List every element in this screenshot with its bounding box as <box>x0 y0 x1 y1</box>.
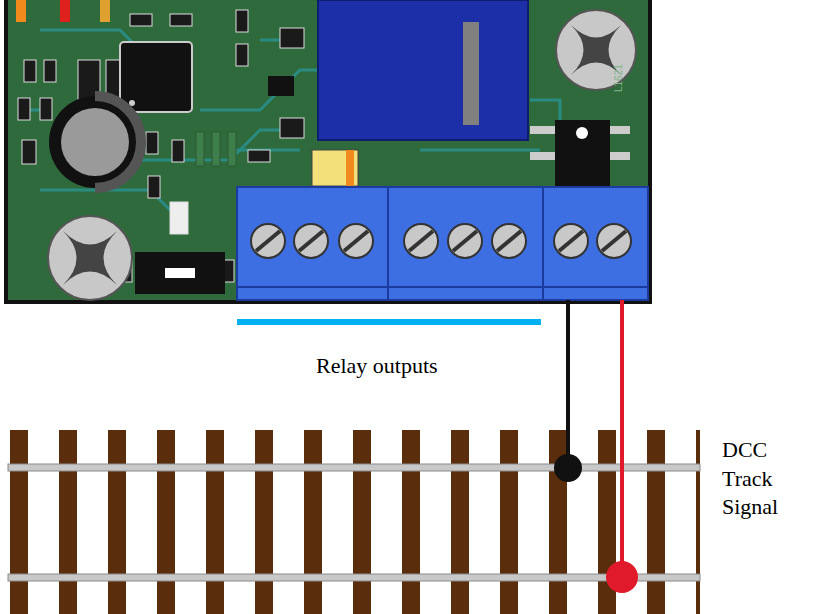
terminal-screw <box>251 224 285 258</box>
rail <box>8 464 700 471</box>
terminal-screw <box>492 224 526 258</box>
red-wire <box>620 300 624 577</box>
relay-output-bar <box>237 319 541 325</box>
track-signal-label: DCC Track Signal <box>722 436 800 522</box>
pcb <box>6 0 650 302</box>
terminal-block <box>237 187 648 300</box>
terminal-screw <box>294 224 328 258</box>
board-marking: L1621 <box>612 64 625 92</box>
terminal-screw <box>597 224 631 258</box>
rail <box>8 574 700 581</box>
relay-outputs-label: Relay outputs <box>316 352 476 381</box>
terminal-screw <box>339 224 373 258</box>
black-wire <box>566 300 570 468</box>
terminal-screw <box>448 224 482 258</box>
terminal-screw <box>554 224 588 258</box>
wire-joint <box>554 454 582 482</box>
wire-joint <box>606 561 638 593</box>
terminal-screw <box>404 224 438 258</box>
sleepers <box>0 430 700 614</box>
